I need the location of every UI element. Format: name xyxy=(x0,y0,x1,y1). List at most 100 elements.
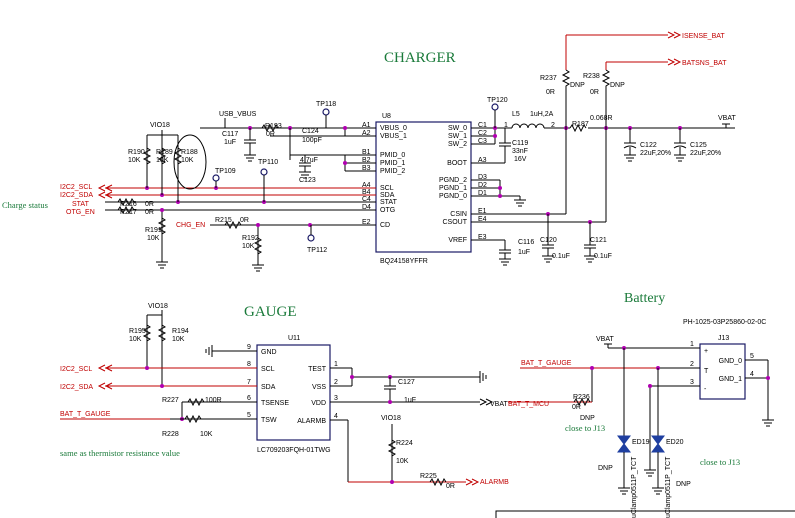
j13-ref: J13 xyxy=(718,335,729,342)
r192-val: 10K xyxy=(242,243,255,250)
u8-pin-name: BOOT xyxy=(447,160,468,167)
u8-pin-name: CSIN xyxy=(450,211,467,218)
r238-dnp: DNP xyxy=(610,82,625,89)
r236-dnp: DNP xyxy=(580,415,595,422)
u8-pin-num: B3 xyxy=(362,165,371,172)
r237-val: 0R xyxy=(546,89,555,96)
c127-ref: C127 xyxy=(398,379,415,386)
c120-ref: C120 xyxy=(540,237,557,244)
net-sda2: I2C2_SDA xyxy=(60,384,93,391)
j13-pin-name: GND_1 xyxy=(719,376,742,383)
net-sda1: I2C2_SDA xyxy=(60,192,93,199)
c121-ref: C121 xyxy=(590,237,607,244)
u8-pin-num: A3 xyxy=(478,157,487,164)
net-vio18b: VIO18 xyxy=(148,303,168,310)
tp120: TP120 xyxy=(487,97,508,104)
u8-pin-num: C3 xyxy=(478,138,487,145)
c124-val: 100pF xyxy=(302,137,322,144)
r227-ref: R227 xyxy=(162,397,179,404)
l5-pin1: 1 xyxy=(504,122,508,129)
r215-val: 0R xyxy=(240,217,249,224)
u8-part: BQ24158YFFR xyxy=(380,258,428,265)
title-block-border xyxy=(495,510,795,518)
c124-ref: C124 xyxy=(302,128,319,135)
r188-highlight-ellipse xyxy=(173,134,207,190)
r188-ref: R188 xyxy=(181,149,198,156)
r190-val: 10K xyxy=(128,157,141,164)
u8-pin-num: D1 xyxy=(478,190,487,197)
u8-pin-name: PMID_1 xyxy=(380,160,405,167)
u8-pin-num: A2 xyxy=(362,130,371,137)
j13-pin-num: 3 xyxy=(690,379,694,386)
ed19-ref: ED19 xyxy=(632,439,650,446)
j13-body xyxy=(699,343,746,400)
u8-pin-num: C2 xyxy=(478,130,487,137)
u8-pin-name: VBUS_1 xyxy=(380,133,407,140)
u11-pin-num: 4 xyxy=(334,413,338,420)
r191-ref: R191 xyxy=(145,227,162,234)
u11-pin-name: GND xyxy=(261,349,277,356)
u11-pin-name: TSW xyxy=(261,417,277,424)
u11-pin-num: 5 xyxy=(247,412,251,419)
r195-val: 10K xyxy=(129,336,142,343)
r225-val: 0R xyxy=(446,483,455,490)
u8-pin-name: CD xyxy=(380,222,390,229)
u11-pin-num: 3 xyxy=(334,395,338,402)
ed19-dnp: DNP xyxy=(598,465,613,472)
r225-ref: R225 xyxy=(420,473,437,480)
r227-val: 100R xyxy=(205,397,222,404)
net-chg: CHG_EN xyxy=(176,222,205,229)
u8-pin-num: A1 xyxy=(362,122,371,129)
u11-pin-num: 7 xyxy=(247,379,251,386)
note-charge-status: Charge status xyxy=(2,200,48,210)
section-gauge: GAUGE xyxy=(244,304,297,320)
u8-pin-num: D4 xyxy=(362,204,371,211)
note-close-j13-2: close to J13 xyxy=(700,457,740,467)
r191-val: 10K xyxy=(147,235,160,242)
u8-pin-num: C4 xyxy=(362,196,371,203)
r187-ref: R187 xyxy=(572,121,589,128)
u11-pin-name: TSENSE xyxy=(261,400,289,407)
j13-pin-name: + xyxy=(704,348,708,355)
u8-pin-num: C1 xyxy=(478,122,487,129)
u8-pin-num: A4 xyxy=(362,182,371,189)
r237-ref: R237 xyxy=(540,75,557,82)
r238-val: 0R xyxy=(590,89,599,96)
net-isense: ISENSE_BAT xyxy=(682,33,725,40)
r188-val: 10K xyxy=(181,157,194,164)
u8-pin-num: B2 xyxy=(362,157,371,164)
r194-val: 10K xyxy=(172,336,185,343)
net-batsns: BATSNS_BAT xyxy=(682,60,727,67)
r215-ref: R215 xyxy=(215,217,232,224)
net-scl1: I2C2_SCL xyxy=(60,184,92,191)
r189-ref: R189 xyxy=(156,149,173,156)
u11-pin-num: 8 xyxy=(247,361,251,368)
u8-pin-num: E2 xyxy=(362,219,371,226)
u11-part: LC709203FQH-01TWG xyxy=(257,447,331,454)
net-vio18c: VIO18 xyxy=(381,415,401,422)
ed19-part: uClamp0511P_TCT xyxy=(631,456,638,518)
j13-pin-num: 5 xyxy=(750,353,754,360)
u8-pin-name: SW_1 xyxy=(448,133,467,140)
net-bat-gauge1: BAT_T_GAUGE xyxy=(60,411,111,418)
u8-pin-name: OTG xyxy=(380,207,395,214)
r195-ref: R195 xyxy=(129,328,146,335)
c121-val: 0.1uF xyxy=(594,253,612,260)
r228-ref: R228 xyxy=(162,431,179,438)
r237-dnp: DNP xyxy=(570,82,585,89)
u8-pin-num: B1 xyxy=(362,149,371,156)
r189-val: 10K xyxy=(156,157,169,164)
net-otg: OTG_EN xyxy=(66,209,95,216)
net-alarmb: ALARMB xyxy=(480,479,509,486)
j13-pin-num: 2 xyxy=(690,361,694,368)
net-stat: STAT xyxy=(72,201,90,208)
u11-pin-num: 9 xyxy=(247,344,251,351)
r193-val: 0R xyxy=(266,131,275,138)
u11-ref: U11 xyxy=(288,335,300,342)
note-thermistor: same as thermistor resistance value xyxy=(60,448,180,458)
net-vio18a: VIO18 xyxy=(150,122,170,129)
u11-pin-name: SDA xyxy=(261,384,276,391)
r192-ref: R192 xyxy=(242,235,259,242)
u8-pin-num: B4 xyxy=(362,189,371,196)
